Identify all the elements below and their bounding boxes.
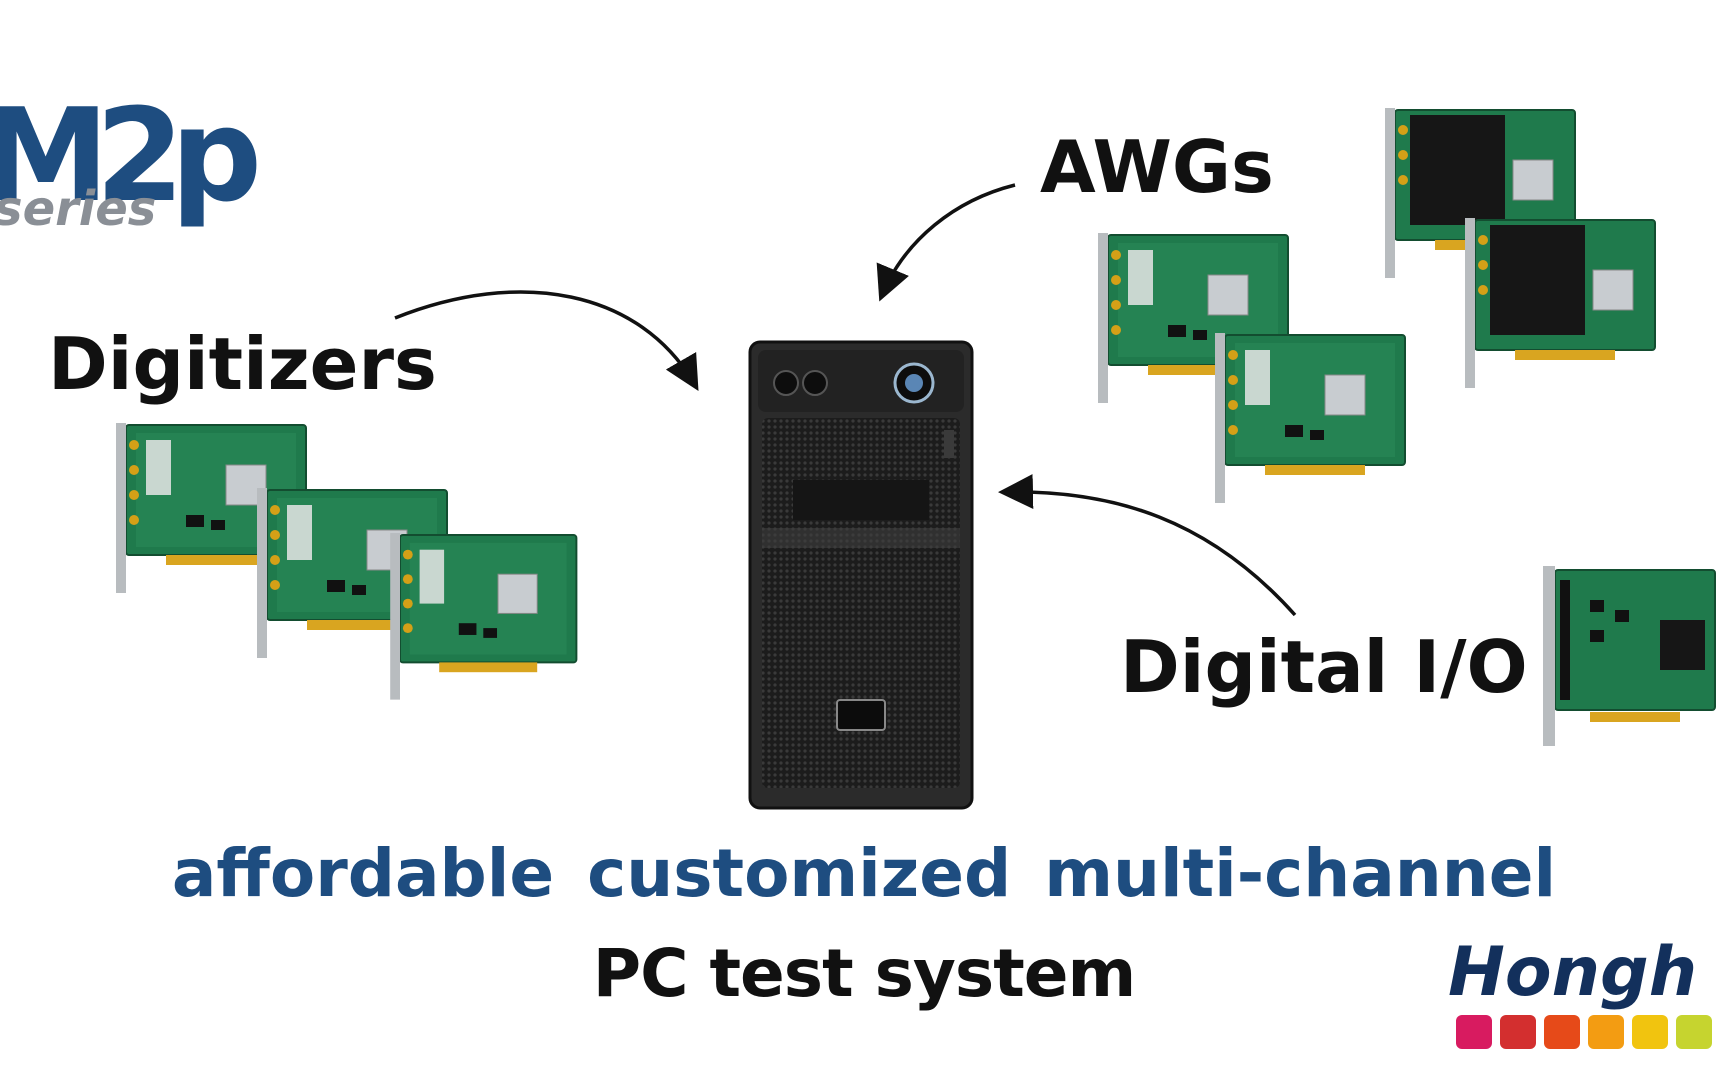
arrow-icon	[394, 290, 699, 392]
power-button-icon	[893, 362, 935, 404]
pcie-card-icon	[1464, 217, 1656, 389]
digital-io-label: Digital I/O	[1120, 625, 1528, 709]
arrow-icon	[998, 474, 1297, 617]
digitizers-label: Digitizers	[48, 322, 437, 406]
partner-logo-text: Hongh	[1448, 933, 1697, 1012]
series-logo-text: series	[0, 181, 156, 235]
tagline-line-2: PC test system	[592, 935, 1137, 1012]
arrow-icon	[876, 183, 1016, 302]
pc-tower-icon	[748, 340, 974, 810]
m2p-series-logo: M2p series	[0, 95, 270, 235]
tagline-line-1: affordable customized multi-channel	[171, 835, 1557, 912]
awgs-label: AWGs	[1040, 125, 1274, 209]
pcie-card-icon	[389, 532, 578, 701]
partner-logo: Hongh	[1448, 933, 1712, 1049]
m2p-logo-text: M2p	[0, 95, 256, 231]
pcie-card-icon	[1214, 332, 1406, 504]
pcie-card-icon	[1543, 566, 1716, 746]
